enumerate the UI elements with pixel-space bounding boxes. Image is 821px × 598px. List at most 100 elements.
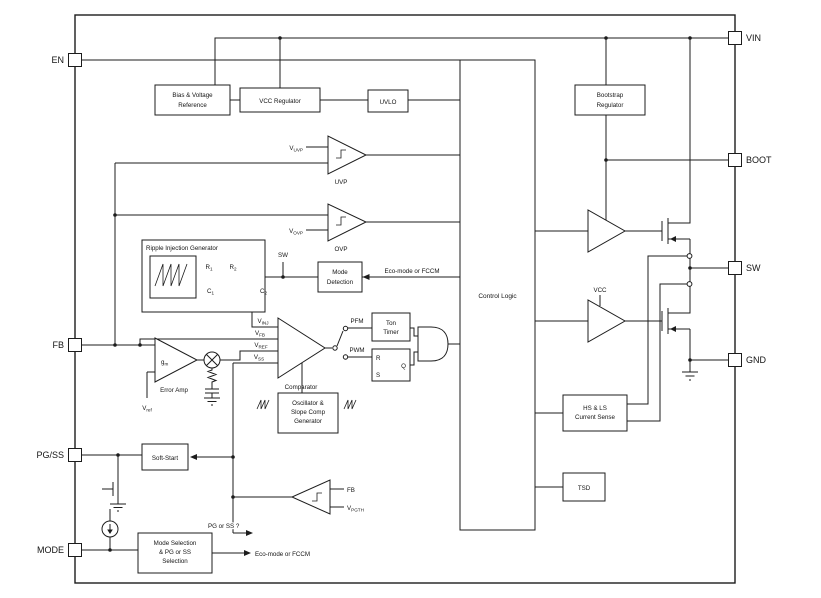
current-source (101, 520, 119, 538)
v-ss-label: VSS (254, 354, 264, 362)
svg-text:Ripple Injection Generator: Ripple Injection Generator (146, 245, 218, 252)
svg-text:Detection: Detection (327, 279, 354, 286)
v-pgth-label: VPGTH (347, 505, 364, 513)
sense-tap-node (686, 281, 693, 287)
svg-text:UVP: UVP (335, 179, 348, 186)
v-ref-label: VREF (254, 342, 268, 350)
svg-text:EN: EN (51, 55, 64, 65)
v-inj-label: VINJ (257, 318, 268, 326)
error-amp: gm Error Amp Vref (142, 337, 199, 413)
v-ref-ea-label: Vref (142, 405, 152, 413)
mode-detection-block: Mode Detection (317, 261, 363, 293)
v-uvp-label: VUVP (289, 145, 303, 153)
svg-text:Bootstrap: Bootstrap (597, 92, 624, 99)
pg-comparator: FB VPGTH (290, 479, 364, 515)
svg-text:Timer: Timer (383, 329, 399, 336)
wires (81, 37, 729, 554)
svg-text:Soft-Start: Soft-Start (152, 455, 178, 462)
bias-label-1: Bias & Voltage (172, 92, 213, 99)
svg-text:S: S (376, 372, 380, 379)
svg-text:UVLO: UVLO (380, 99, 397, 106)
svg-text:Control Logic: Control Logic (478, 293, 517, 300)
pin-sw: SW (728, 261, 761, 275)
bias-reference-block: Bias & Voltage Reference (154, 84, 231, 116)
pwm-comparator: Comparator VINJ VFB VREF VSS (254, 317, 326, 391)
pfm-pwm-switch (332, 325, 349, 360)
svg-text:Comparator: Comparator (285, 384, 318, 391)
ripple-injection-generator: Ripple Injection Generator R1 R2 C1 C2 (141, 239, 267, 313)
svg-text:VIN: VIN (746, 33, 761, 43)
sw-tap-label: SW (278, 252, 288, 259)
bootstrap-regulator-block: Bootstrap Regulator (574, 84, 646, 116)
sawtooth-icon (256, 399, 270, 410)
hysteresis-icon (336, 216, 346, 226)
svg-text:& PG or SS: & PG or SS (159, 549, 191, 556)
c1-label: C1 (207, 288, 214, 296)
hs-gate-driver (587, 209, 627, 253)
pin-gnd: GND (728, 353, 767, 367)
svg-text:BOOT: BOOT (746, 155, 772, 165)
svg-text:Regulator: Regulator (597, 102, 624, 109)
svg-text:Slope Comp: Slope Comp (291, 409, 326, 416)
svg-text:HS & LS: HS & LS (583, 405, 607, 412)
mode-selection-block: Mode Selection & PG or SS Selection (137, 532, 213, 574)
bias-label-2: Reference (178, 102, 207, 109)
multiplier (203, 351, 221, 369)
svg-text:Current Sense: Current Sense (575, 414, 615, 421)
current-sense-block: HS & LS Current Sense (562, 394, 628, 432)
svg-text:VCC Regulator: VCC Regulator (259, 98, 301, 105)
gm-label: gm (161, 359, 168, 367)
svg-text:Oscillator &: Oscillator & (292, 400, 325, 407)
svg-text:SW: SW (746, 263, 761, 273)
pfm-label: PFM (350, 318, 363, 325)
tsd-block: TSD (562, 472, 606, 502)
svg-text:Mode: Mode (332, 269, 348, 276)
pin-fb: FB (52, 338, 82, 352)
ton-timer-block: Ton Timer (371, 312, 411, 342)
pin-mode: MODE (37, 543, 82, 557)
pin-pg-ss: PG/SS (36, 448, 82, 462)
svg-text:TSD: TSD (578, 485, 591, 492)
svg-text:Ton: Ton (386, 320, 397, 327)
eco-mode-bottom-label: Eco-mode or FCCM (255, 551, 310, 558)
rs-flipflop: R S Q (371, 348, 411, 382)
svg-text:MODE: MODE (37, 545, 64, 555)
control-logic-block: Control Logic (459, 59, 536, 531)
fb-input-label: FB (347, 487, 355, 494)
v-fb-label: VFB (255, 330, 265, 338)
vcc-label: VCC (593, 287, 607, 294)
arrowheads (190, 236, 676, 556)
svg-text:Generator: Generator (294, 418, 322, 425)
sawtooth-icon (154, 263, 188, 287)
v-ovp-label: VOVP (289, 228, 303, 236)
sawtooth-icon (343, 399, 357, 410)
sense-tap-node (686, 253, 693, 259)
svg-text:Q: Q (401, 363, 406, 370)
hysteresis-icon (312, 492, 322, 502)
ovp-comparator: OVP VOVP (289, 203, 368, 253)
waveform-generator-box (149, 255, 197, 299)
svg-text:OVP: OVP (334, 246, 347, 253)
pin-en: EN (51, 53, 82, 67)
eco-mode-top-label: Eco-mode or FCCM (384, 268, 439, 275)
ls-gate-driver (587, 299, 627, 343)
r2-label: R2 (229, 264, 236, 272)
oscillator-block: Oscillator & Slope Comp Generator (256, 392, 357, 434)
svg-text:R: R (376, 355, 381, 362)
pwm-label: PWM (349, 347, 364, 354)
c2-label: C2 (260, 288, 267, 296)
pin-vin: VIN (728, 31, 761, 45)
pg-or-ss-label: PG or SS ? (208, 523, 240, 530)
soft-start-block: Soft-Start (141, 443, 189, 471)
uvlo-block: UVLO (367, 89, 409, 113)
chip-boundary (74, 14, 736, 584)
svg-text:FB: FB (52, 340, 64, 350)
svg-text:Mode Selection: Mode Selection (154, 540, 197, 547)
svg-text:PG/SS: PG/SS (36, 450, 64, 460)
hysteresis-icon (336, 149, 346, 159)
pin-boot: BOOT (728, 153, 772, 167)
r1-label: R1 (205, 264, 212, 272)
svg-text:Error Amp: Error Amp (160, 387, 188, 394)
